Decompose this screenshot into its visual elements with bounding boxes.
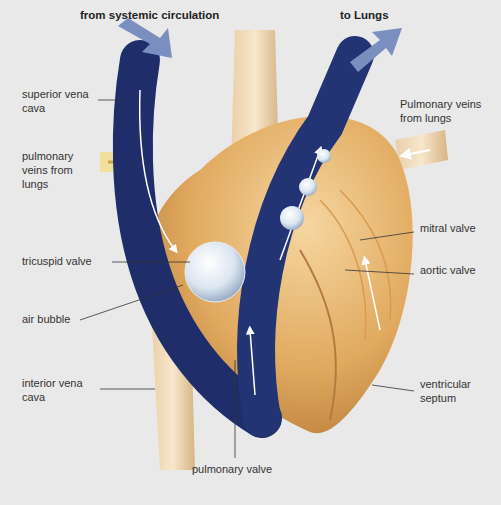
ventricular-septum	[300, 250, 336, 420]
leader-line	[372, 385, 414, 391]
part-label: interior vena cava	[22, 377, 97, 405]
part-label: superior vena cava	[22, 88, 94, 116]
part-label: pulmonary veins from lungs	[22, 150, 97, 191]
part-label: Pulmonary veins from lungs	[400, 98, 495, 126]
flow-arrow	[250, 330, 255, 395]
leader-line	[235, 360, 236, 458]
leader-line	[345, 270, 414, 274]
air-bubble	[185, 242, 245, 302]
pulmonary-veins-right	[395, 130, 448, 170]
flow-arrow	[365, 260, 380, 330]
leader-line	[112, 262, 190, 263]
small-bubble	[317, 149, 331, 163]
part-label: pulmonary valve	[192, 463, 272, 477]
leader-line	[360, 232, 414, 240]
flow-arrow	[405, 150, 430, 155]
inflow-arrow	[118, 18, 172, 58]
leader-line	[100, 389, 155, 390]
flow-label: from systemic circulation	[80, 8, 219, 22]
outflow-arrow	[350, 28, 402, 72]
pulmonary-artery	[256, 55, 355, 418]
part-label: mitral valve	[420, 222, 476, 236]
leader-line	[98, 100, 122, 101]
small-bubble	[280, 206, 304, 230]
part-label: aortic valve	[420, 264, 476, 278]
flow-label: to Lungs	[340, 8, 389, 22]
part-label: tricuspid valve	[22, 255, 92, 269]
small-bubble	[299, 178, 317, 196]
part-label: ventricular septum	[420, 378, 495, 406]
flow-arrow	[280, 150, 320, 260]
leader-line	[80, 285, 183, 320]
coronary-vessel	[320, 190, 391, 340]
flow-arrow	[140, 90, 175, 250]
part-label: air bubble	[22, 313, 70, 327]
